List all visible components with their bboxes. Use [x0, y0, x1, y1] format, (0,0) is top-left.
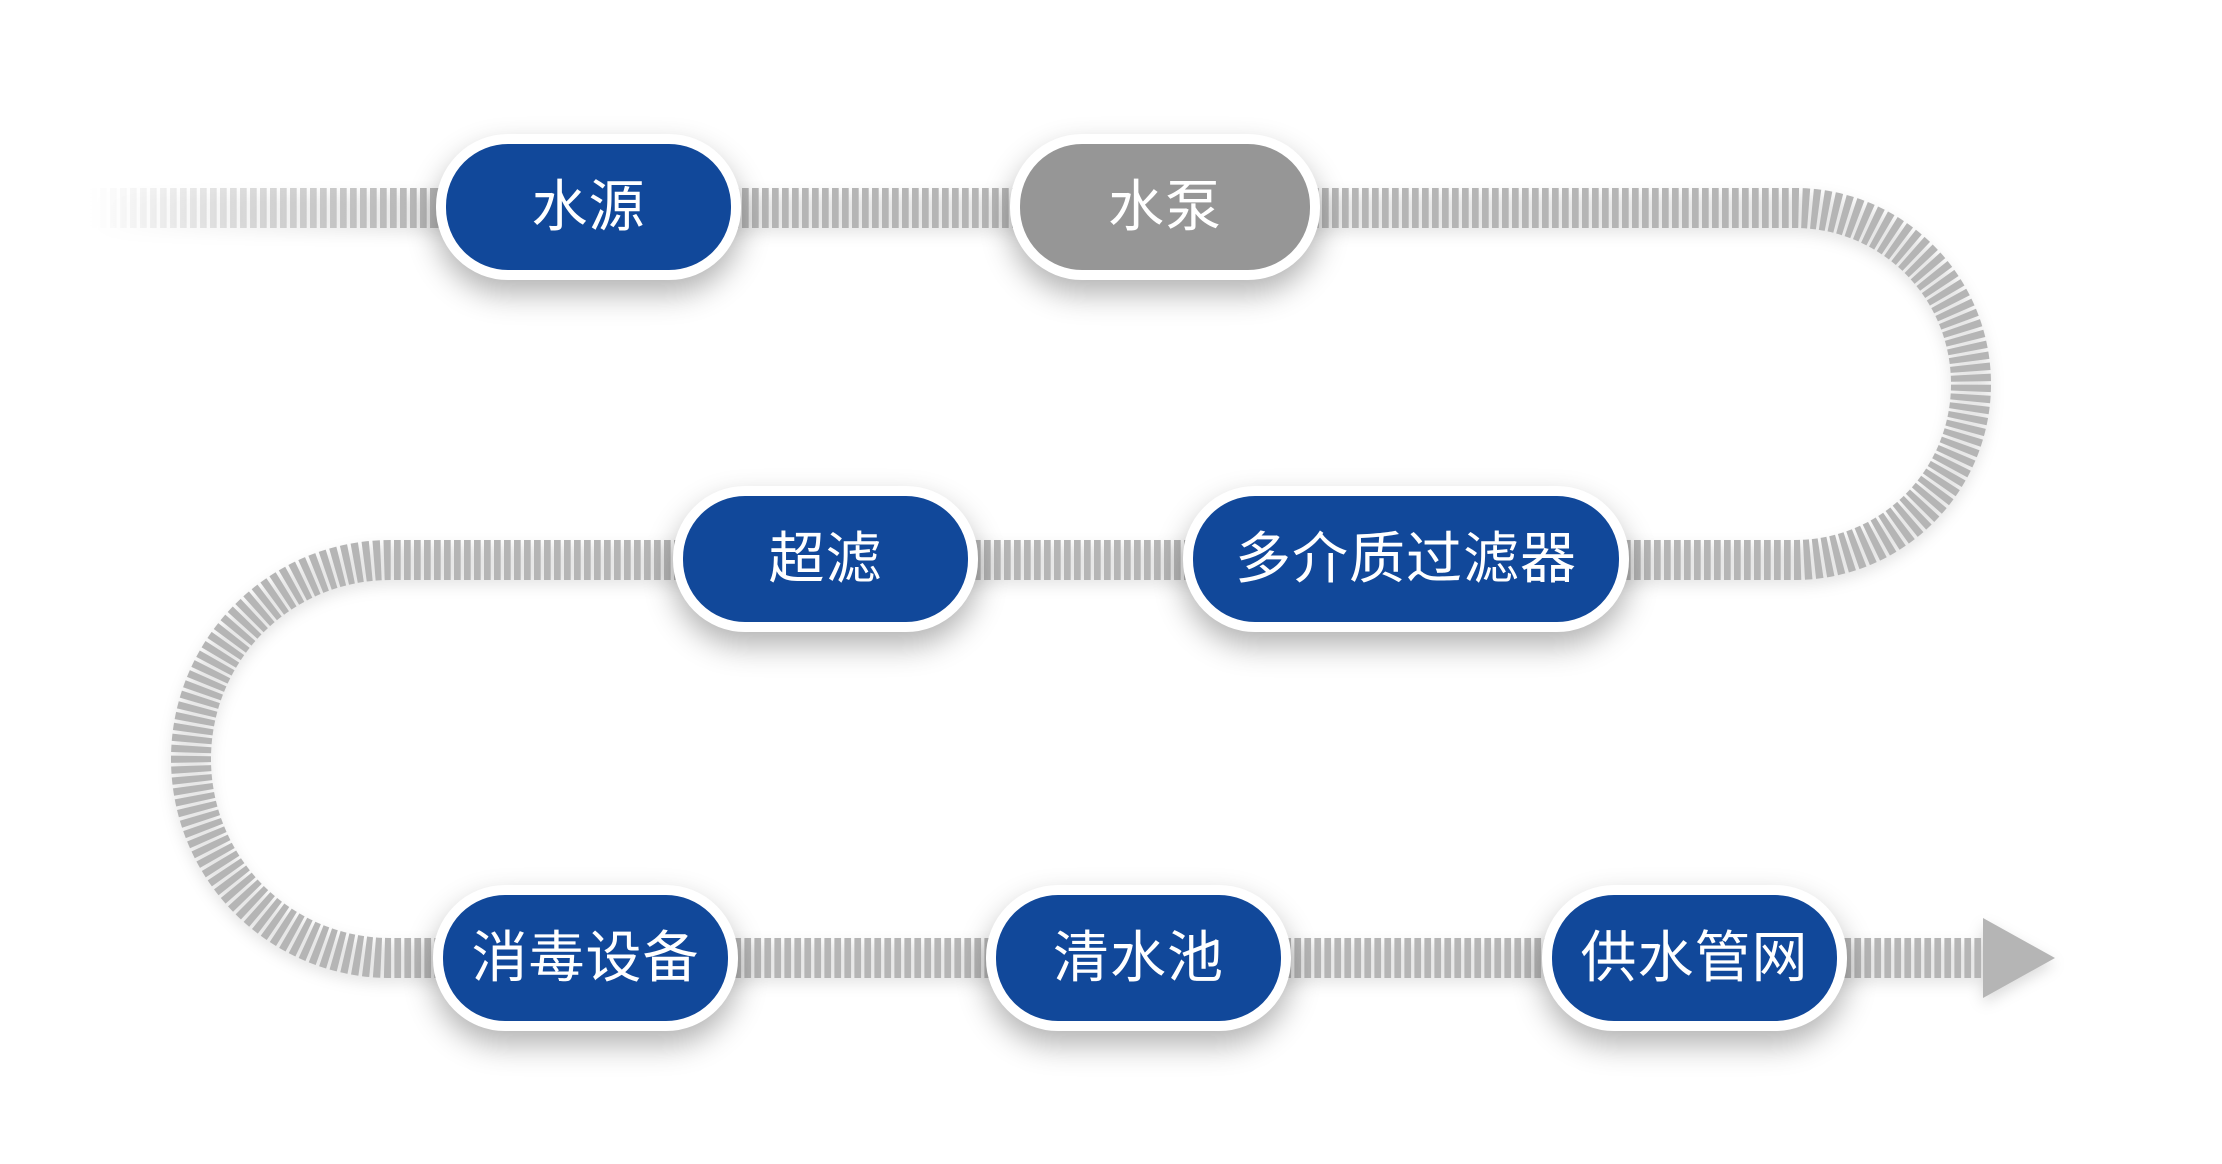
- node-multimedia-filter: 多介质过滤器: [1183, 486, 1629, 632]
- node-ultrafiltration-label: 超滤: [768, 527, 883, 590]
- arrow-right-icon: [1983, 918, 2055, 998]
- node-disinfection-equipment: 消毒设备: [433, 885, 738, 1031]
- node-ultrafiltration: 超滤: [673, 486, 978, 632]
- node-multimedia-filter-label: 多介质过滤器: [1235, 527, 1577, 590]
- node-water-pump: 水泵: [1010, 134, 1320, 280]
- node-water-supply-network-label: 供水管网: [1580, 926, 1809, 989]
- node-water-supply-network: 供水管网: [1542, 885, 1847, 1031]
- node-water-pump-label: 水泵: [1108, 175, 1222, 238]
- node-disinfection-equipment-label: 消毒设备: [471, 926, 700, 989]
- flow-line-path: [171, 188, 1991, 978]
- node-clear-water-tank: 清水池: [986, 885, 1291, 1031]
- node-clear-water-tank-label: 清水池: [1053, 926, 1224, 989]
- node-water-source-label: 水源: [531, 175, 646, 238]
- node-water-source: 水源: [436, 134, 741, 280]
